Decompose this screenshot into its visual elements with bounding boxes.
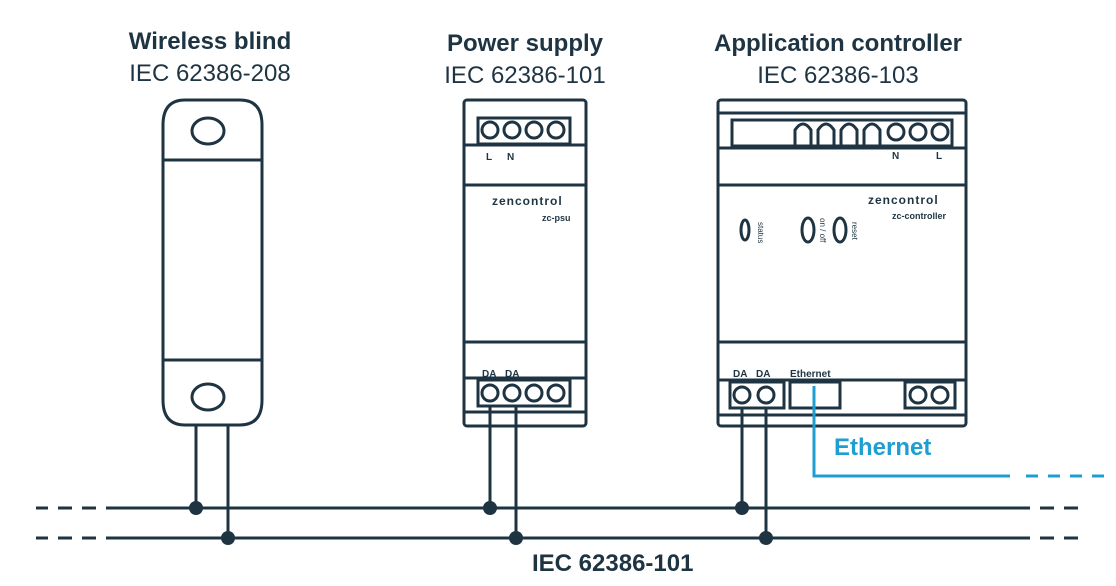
ethernet-cable — [812, 386, 1108, 478]
blind-standard: IEC 62386-208 — [129, 60, 291, 87]
controller-title: Application controller — [713, 30, 962, 57]
psu-terminal-da1: DA — [482, 369, 496, 380]
onoff-button-label: on / off — [818, 218, 827, 243]
controller-terminal-n: N — [892, 151, 899, 162]
controller-device — [716, 98, 968, 428]
psu-brand: zencontrol — [492, 194, 563, 208]
blind-title: Wireless blind — [128, 28, 292, 55]
bus-label: IEC 62386-101 — [532, 550, 694, 577]
psu-standard: IEC 62386-101 — [444, 62, 606, 89]
psu-model: zc-psu — [542, 213, 571, 223]
reset-button-label: reset — [850, 222, 859, 241]
wireless-blind-device — [161, 98, 264, 427]
psu-device — [462, 98, 588, 428]
psu-title: Power supply — [446, 30, 604, 57]
dali-bus — [36, 506, 1090, 540]
controller-terminal-ethernet: Ethernet — [790, 369, 831, 380]
controller-brand: zencontrol — [868, 193, 939, 207]
psu-terminal-l: L — [486, 152, 492, 163]
controller-terminal-l: L — [936, 151, 942, 162]
controller-standard: IEC 62386-103 — [757, 62, 919, 89]
controller-terminal-da1: DA — [733, 369, 747, 380]
psu-terminal-n: N — [507, 152, 514, 163]
psu-terminal-da2: DA — [505, 369, 519, 380]
controller-model: zc-controller — [892, 211, 947, 221]
status-indicator-label: status — [756, 222, 765, 243]
controller-terminal-da2: DA — [756, 369, 770, 380]
ethernet-label: Ethernet — [834, 434, 932, 461]
